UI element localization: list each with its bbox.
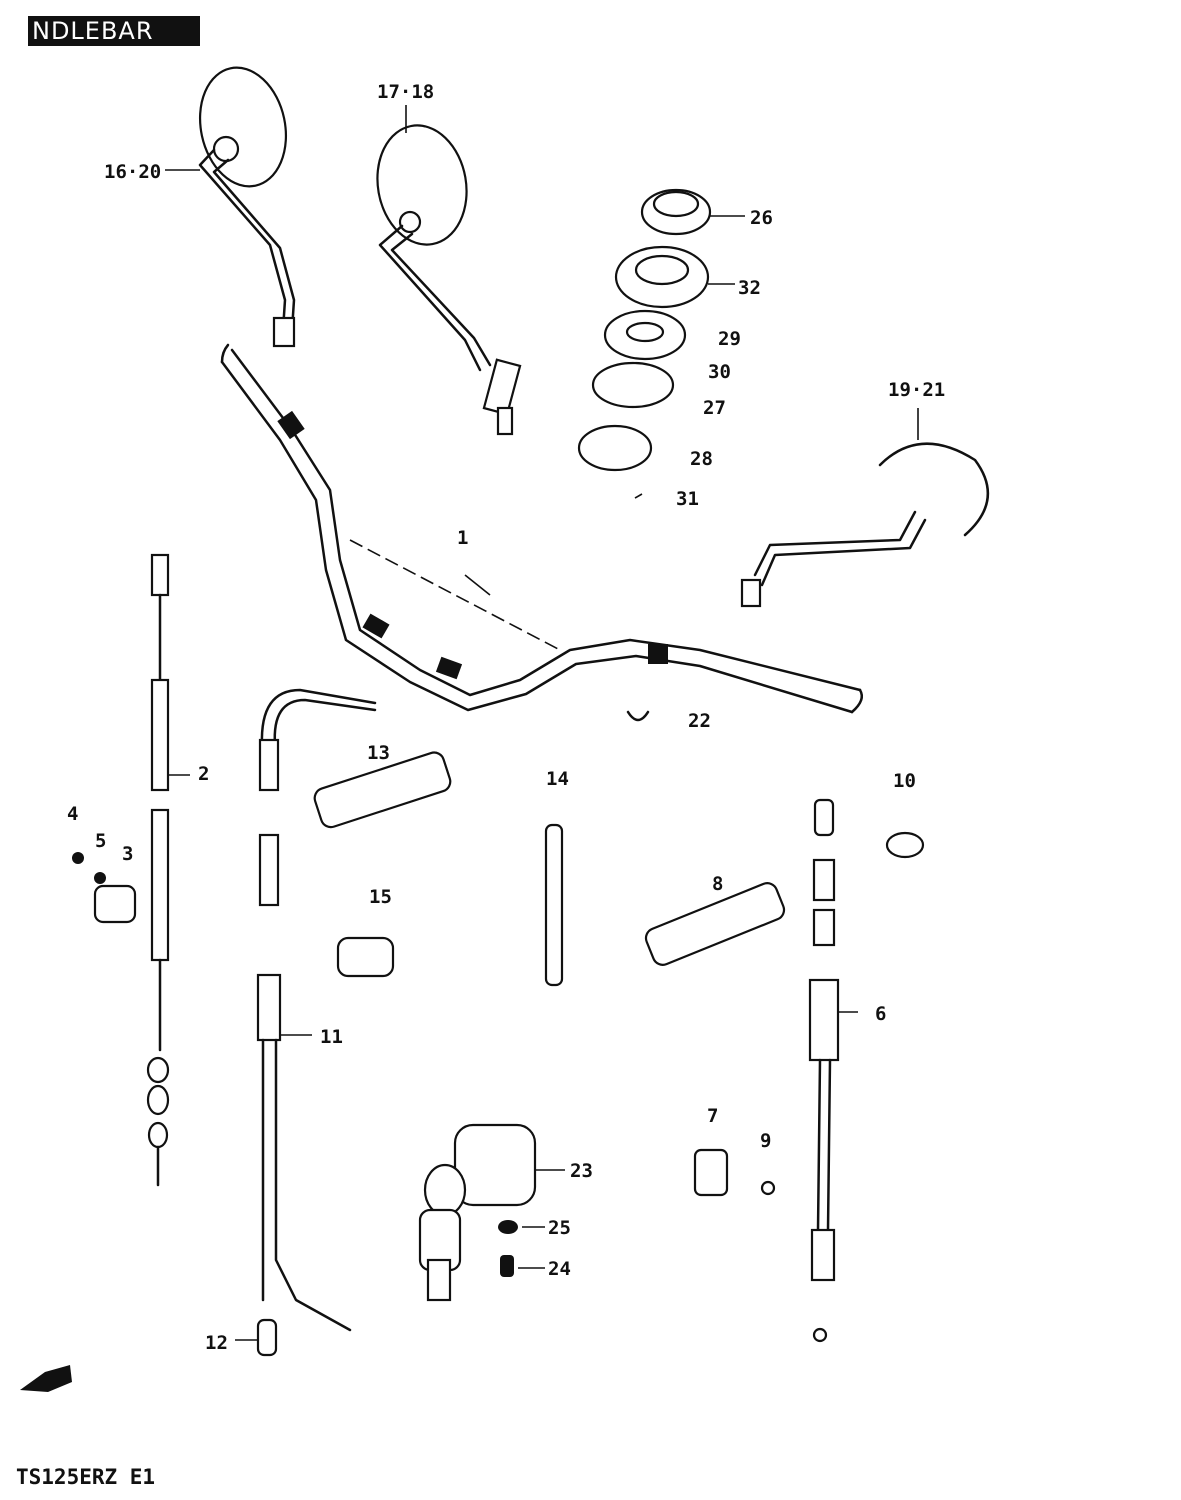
cable-6 [808,798,858,1343]
part-label-28: 28 [690,448,713,470]
part-label-14: 14 [546,768,569,790]
part-label-7: 7 [707,1105,719,1127]
part-label-24: 24 [548,1258,571,1280]
part-label-15: 15 [369,886,392,908]
front-arrow-icon [20,1365,72,1392]
cable-2 [72,553,190,1187]
part-label-5: 5 [95,830,107,852]
part-label-27: 27 [703,397,726,419]
part-label-29: 29 [718,328,741,350]
diagram-title: NDLEBAR [28,16,200,46]
handlebar [220,343,863,714]
part-label-3: 3 [122,843,134,865]
ignition-switch [418,1123,565,1302]
small-parts [313,710,925,1197]
part-label-11: 11 [320,1026,343,1048]
part-label-17-18: 17·18 [377,81,435,103]
part-label-26: 26 [750,207,773,229]
part-label-19-21: 19·21 [888,379,946,401]
part-label-22: 22 [688,710,711,732]
part-label-8: 8 [712,873,724,895]
part-label-31: 31 [676,488,699,510]
part-label-23: 23 [570,1160,593,1182]
part-label-1: 1 [457,527,469,549]
model-code: TS125ERZ E1 [16,1465,156,1489]
switch-parts-stack [577,188,745,499]
part-label-30: 30 [708,361,731,383]
part-label-6: 6 [875,1003,887,1025]
mirror-right [376,105,522,436]
part-label-12: 12 [205,1332,228,1354]
part-label-25: 25 [548,1217,571,1239]
part-label-16-20: 16·20 [104,161,162,183]
mirror-left [165,66,296,348]
mirror-rear [740,408,990,608]
part-label-9: 9 [760,1130,772,1152]
part-label-2: 2 [198,763,210,785]
part-label-4: 4 [67,803,79,825]
part-label-10: 10 [893,770,916,792]
part-label-32: 32 [738,277,761,299]
cable-11 [235,688,377,1357]
part-label-13: 13 [367,742,390,764]
